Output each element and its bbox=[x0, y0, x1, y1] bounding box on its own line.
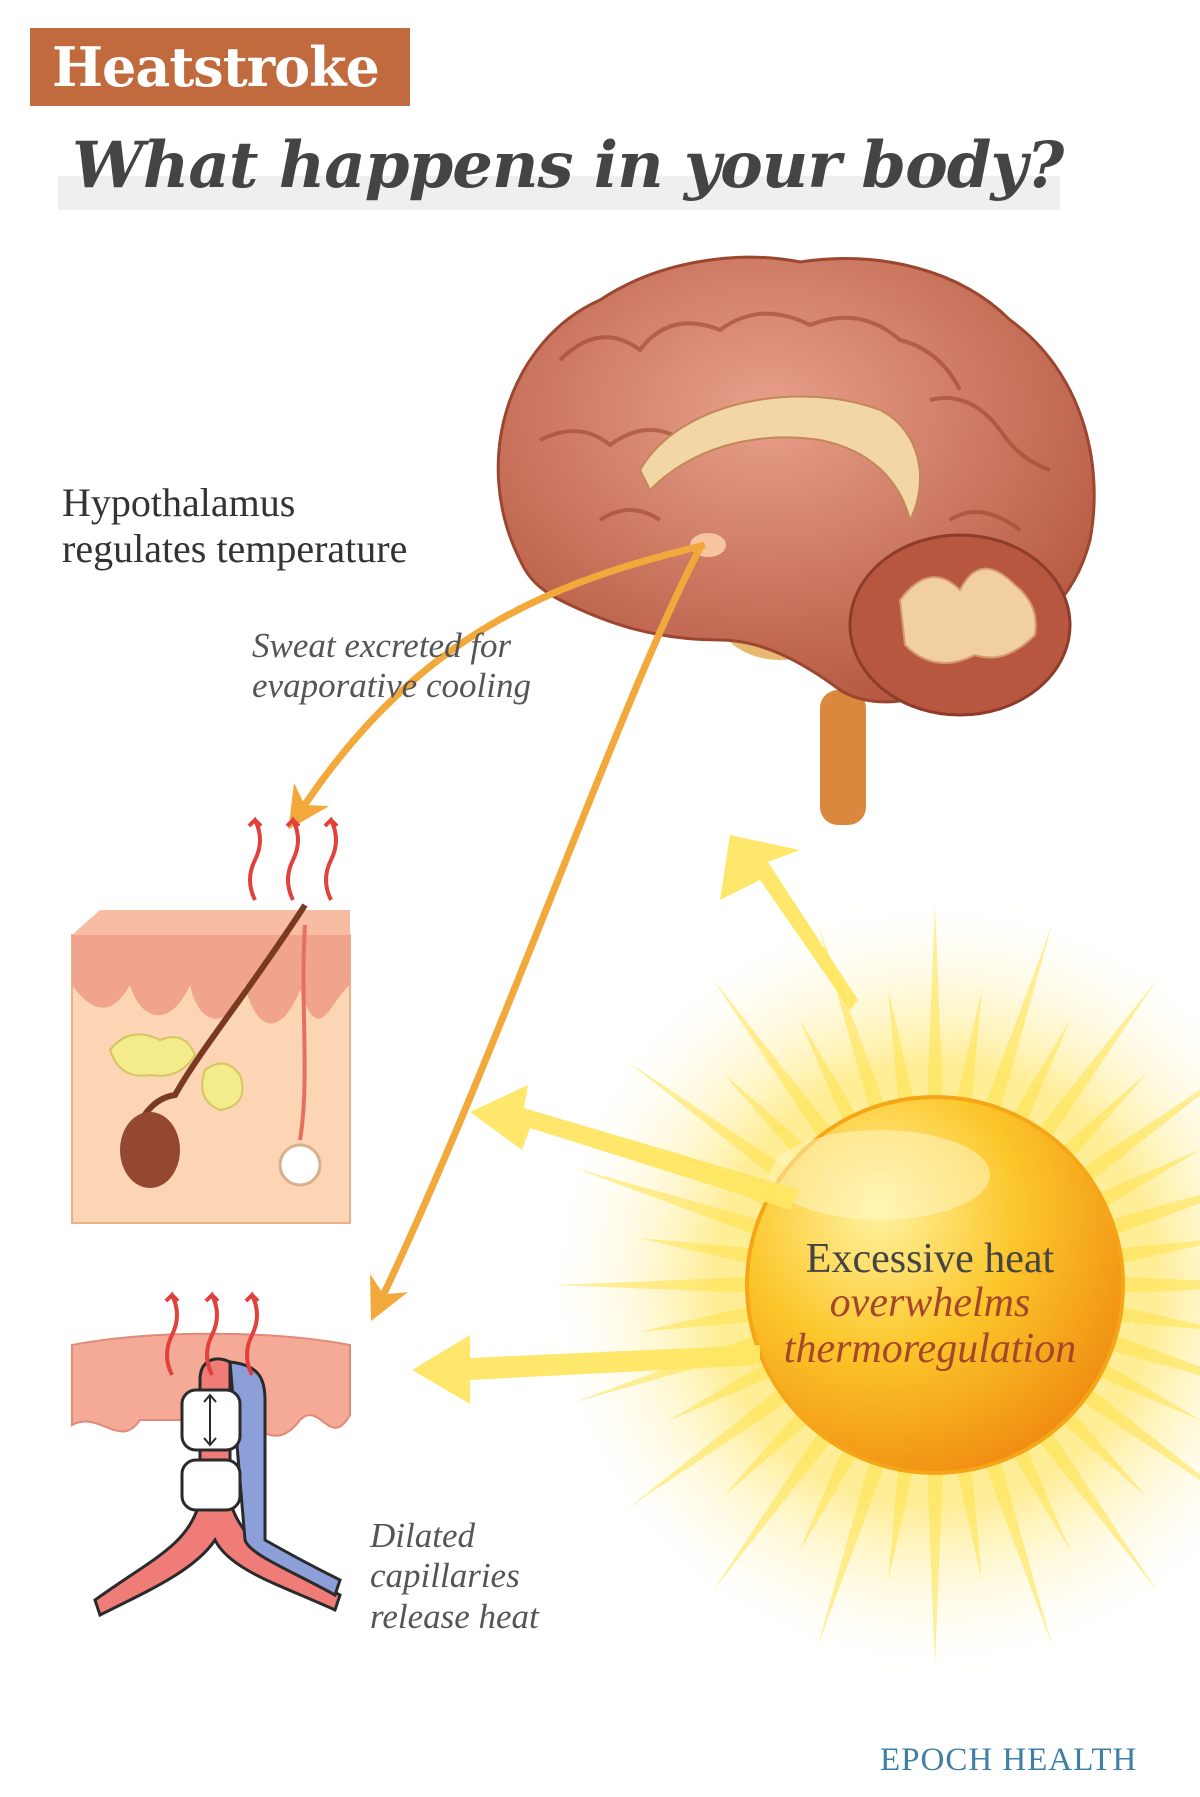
brand-logo: EPOCH HEALTH bbox=[880, 1742, 1138, 1778]
sun-ray bbox=[711, 977, 836, 1145]
arrow-brain-to-skin bbox=[288, 541, 706, 830]
brainstem bbox=[820, 690, 866, 825]
sun-label-emphasis: overwhelms thermoregulation bbox=[740, 1280, 1120, 1372]
sun-ray bbox=[1091, 1149, 1200, 1211]
skin-heat-arrows bbox=[247, 816, 339, 901]
heat-arrow-to-brain bbox=[720, 835, 858, 1010]
sun-label-line1: Excessive heat bbox=[805, 1236, 1055, 1282]
sun-ray bbox=[926, 905, 944, 1106]
feedback-arrows bbox=[288, 541, 706, 1321]
sun-ray bbox=[888, 988, 915, 1109]
sun-ray bbox=[573, 1167, 767, 1238]
sun-ray bbox=[638, 1305, 759, 1332]
sun-ray bbox=[555, 1276, 756, 1294]
sun-ray bbox=[888, 1461, 915, 1582]
title: Heatstroke bbox=[52, 35, 380, 99]
sweat-label-line2: evaporative cooling bbox=[252, 666, 531, 706]
sun-ray bbox=[817, 1453, 888, 1647]
sun-ray bbox=[1091, 1359, 1200, 1421]
capillaries-label-line1: Dilated bbox=[370, 1516, 475, 1555]
capillaries-label-line3: release heat bbox=[370, 1596, 539, 1636]
sun-ray bbox=[667, 1359, 779, 1422]
sun-label-line3: thermoregulation bbox=[783, 1326, 1077, 1373]
skin-diagram bbox=[71, 816, 351, 1224]
sun-ray bbox=[1009, 1017, 1072, 1129]
hypothalamus-label: Hypothalamus regulates temperature bbox=[62, 480, 407, 572]
sun-ray bbox=[955, 1461, 982, 1582]
sun-ray bbox=[722, 1072, 814, 1164]
sun-ray bbox=[1111, 1240, 1200, 1265]
hypothalamus-label-line1: Hypothalamus bbox=[62, 480, 296, 525]
sun-ray bbox=[1111, 1305, 1200, 1330]
sun-ray bbox=[627, 1384, 795, 1509]
capillary-heat-arrows bbox=[164, 1291, 260, 1376]
sun-ray bbox=[982, 1453, 1053, 1647]
sun-ray bbox=[1103, 1194, 1200, 1238]
hypothalamus-label-line2: regulates temperature bbox=[62, 526, 408, 571]
heat-arrow-to-skin bbox=[470, 1085, 800, 1210]
capillaries-label: Dilated capillaries release heat bbox=[370, 1516, 539, 1637]
sweat-gland bbox=[278, 1143, 322, 1187]
sun-rays bbox=[555, 905, 1200, 1665]
sun-ray bbox=[627, 1061, 795, 1186]
subtitle: What happens in your body? bbox=[72, 128, 1064, 203]
sweat-label: Sweat excreted for evaporative cooling bbox=[252, 626, 531, 707]
sun-ray bbox=[1056, 1072, 1148, 1164]
sun-ray bbox=[722, 1406, 814, 1498]
sun-ray bbox=[926, 1464, 944, 1665]
sun-ray bbox=[638, 1238, 759, 1265]
sun-label-line2: overwhelms bbox=[829, 1280, 1031, 1326]
sweat-duct bbox=[298, 924, 307, 1141]
heat-arrows bbox=[412, 835, 858, 1404]
brain bbox=[496, 255, 1096, 825]
sun bbox=[535, 885, 1200, 1685]
sun-ray bbox=[1075, 1089, 1200, 1186]
sun-ray bbox=[1056, 1406, 1148, 1498]
sun-ray bbox=[1034, 977, 1159, 1145]
capillaries-label-line2: capillaries bbox=[370, 1556, 520, 1596]
sun-ray bbox=[798, 1441, 861, 1553]
sweat-label-line1: Sweat excreted for bbox=[252, 626, 512, 665]
title-banner: Heatstroke bbox=[30, 28, 410, 106]
sun-ray bbox=[1009, 1441, 1072, 1553]
sun-ray bbox=[711, 1425, 836, 1593]
sun-ray bbox=[1114, 1276, 1200, 1294]
arrow-brain-to-capillaries bbox=[370, 546, 704, 1321]
sun-ray bbox=[1103, 1332, 1200, 1376]
heat-arrow-to-capillaries bbox=[412, 1335, 760, 1404]
sun-ray bbox=[1075, 1384, 1200, 1481]
subtitle-underline bbox=[58, 176, 1060, 210]
sun-ray bbox=[955, 988, 982, 1109]
sun-ray bbox=[982, 923, 1053, 1117]
sun-ray bbox=[1034, 1425, 1159, 1593]
vein bbox=[228, 1360, 342, 1598]
sun-ray bbox=[798, 1017, 861, 1129]
corpus-callosum bbox=[638, 395, 921, 523]
sebaceous-gland bbox=[108, 1033, 244, 1112]
capillary-diagram bbox=[71, 1291, 351, 1618]
